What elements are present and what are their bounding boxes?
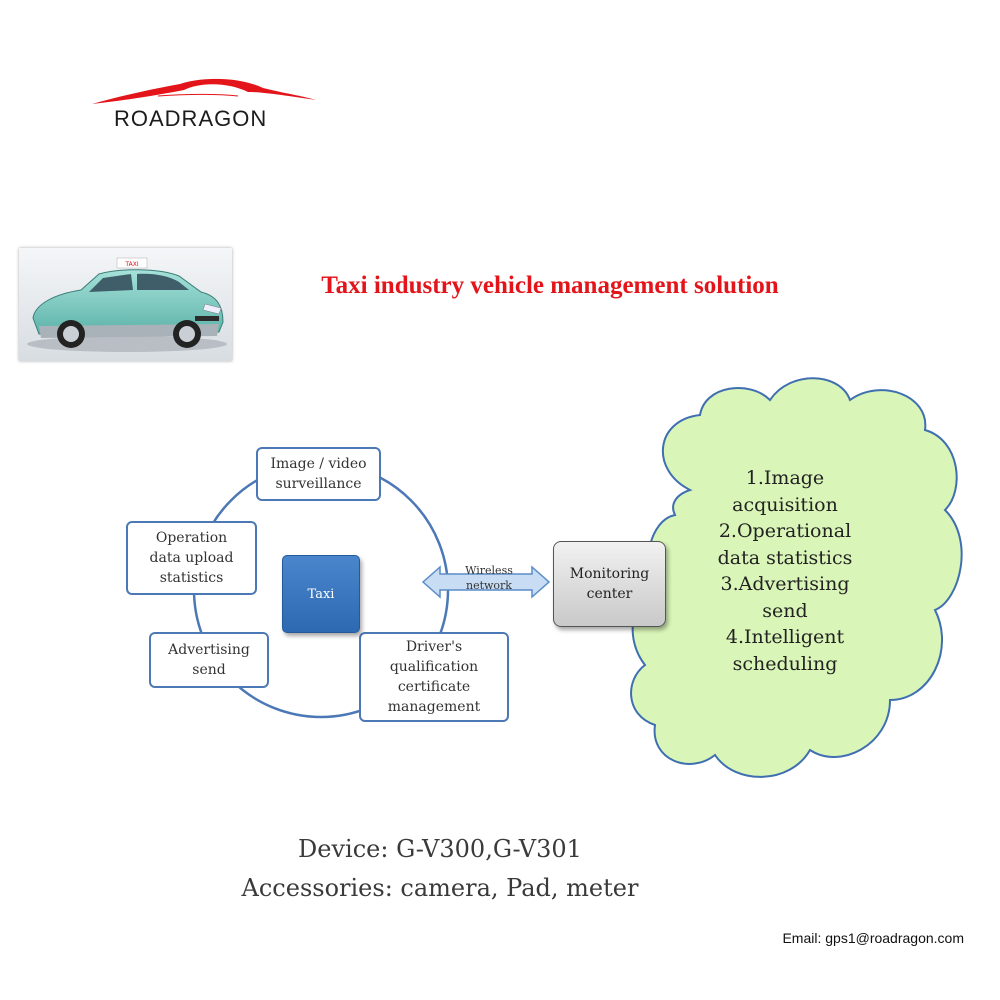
logo-wordmark: ROADRAGON <box>114 106 268 131</box>
cloud-item-advertising-send: 3.Advertising send <box>720 573 850 622</box>
cloud-capability-list: 1.Image acquisition 2.Operational data s… <box>690 465 880 677</box>
node-driver-qualification: Driver's qualification certificate manag… <box>359 632 509 722</box>
node-operation-data-upload: Operation data upload statistics <box>126 521 257 595</box>
cloud-shape <box>630 377 963 778</box>
wireless-network-label: Wireless network <box>465 564 513 592</box>
accessories-line: Accessories: camera, Pad, meter <box>241 874 639 902</box>
wireless-double-arrow <box>421 565 551 599</box>
logo-car-swoosh <box>92 78 316 104</box>
cloud-item-image-acquisition: 1.Image acquisition <box>732 467 838 516</box>
node-image-video-surveillance: Image / video surveillance <box>256 447 381 501</box>
svg-text:TAXI: TAXI <box>124 261 138 268</box>
taxi-car-image: TAXI <box>19 248 232 361</box>
device-models-line: Device: G-V300,G-V301 <box>298 835 582 863</box>
page-title: Taxi industry vehicle management solutio… <box>321 272 779 299</box>
cloud-item-operational-statistics: 2.Operational data statistics <box>717 520 853 569</box>
taxi-photo: TAXI <box>19 248 232 361</box>
contact-email: Email: gps1@roadragon.com <box>782 930 964 946</box>
cloud-item-intelligent-scheduling: 4.Intelligent scheduling <box>725 626 845 675</box>
roadragon-logo: ROADRAGON <box>88 70 328 140</box>
node-monitoring-center: Monitoring center <box>553 541 666 627</box>
node-advertising-send: Advertising send <box>149 632 269 688</box>
node-taxi: Taxi <box>282 555 360 633</box>
